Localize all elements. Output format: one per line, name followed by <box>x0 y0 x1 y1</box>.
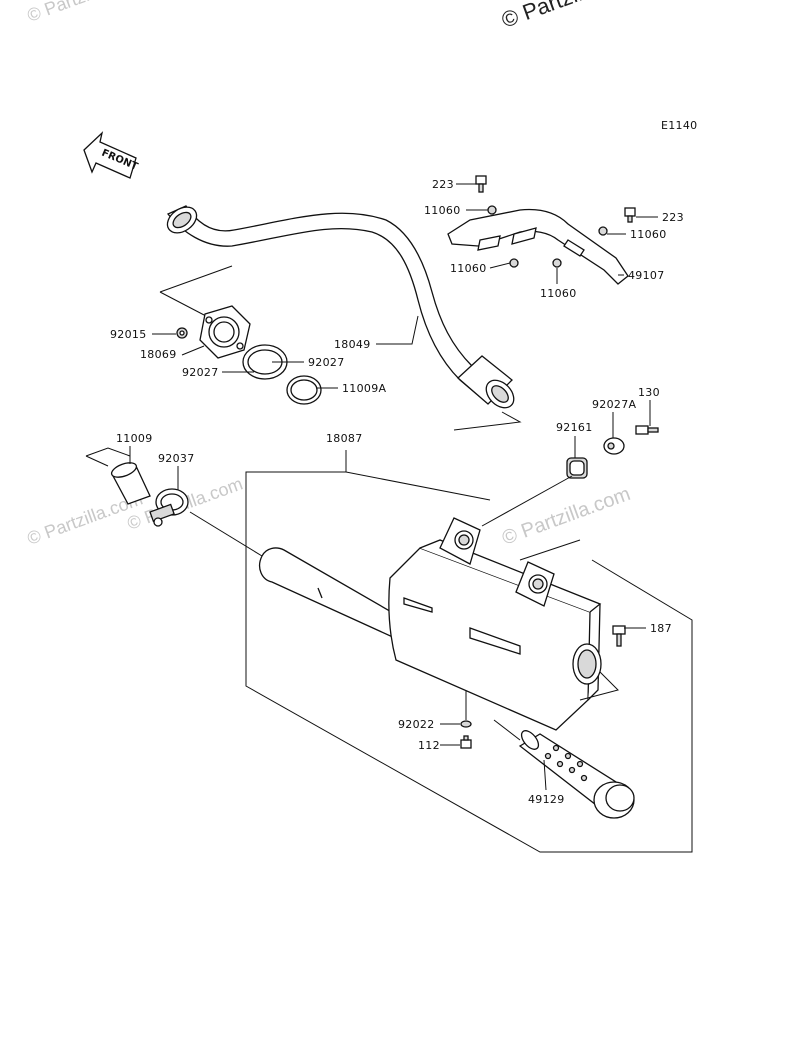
label-11009: 11009 <box>116 432 153 445</box>
label-11060: 11060 <box>424 204 461 217</box>
label-92022: 92022 <box>398 718 435 731</box>
label-92027: 92027 <box>308 356 345 369</box>
gasket-11009A <box>286 375 322 405</box>
bracket-49107 <box>447 208 629 285</box>
label-18069: 18069 <box>140 348 177 361</box>
bolt-223-left <box>475 175 487 193</box>
label-11009A: 11009A <box>342 382 386 395</box>
watermark: © Partzilla.com <box>499 483 633 550</box>
front-arrow-icon: FRONT <box>83 131 139 179</box>
grommet-92161 <box>566 457 588 479</box>
label-11060: 11060 <box>450 262 487 275</box>
label-187: 187 <box>650 622 672 635</box>
collar-92027A <box>603 437 625 455</box>
washer-11060 <box>509 258 519 268</box>
bolt-187 <box>612 625 626 647</box>
label-11060: 11060 <box>630 228 667 241</box>
bolt-112 <box>460 735 472 749</box>
diagram-code: E1140 <box>661 119 697 132</box>
washer-11060 <box>487 205 497 215</box>
muffler-18087 <box>258 517 602 731</box>
label-18049: 18049 <box>334 338 371 351</box>
washer-92022 <box>460 720 472 728</box>
label-49129: 49129 <box>528 793 565 806</box>
bolt-223-right <box>624 207 636 223</box>
label-130: 130 <box>638 386 660 399</box>
label-92027: 92027 <box>182 366 219 379</box>
label-92027A: 92027A <box>592 398 636 411</box>
watermark: © Partzilla.com <box>25 0 146 26</box>
label-92161: 92161 <box>556 421 593 434</box>
bolt-130 <box>635 425 659 435</box>
gasket-11009 <box>110 462 151 505</box>
washer-11060 <box>598 226 608 236</box>
label-18087: 18087 <box>326 432 363 445</box>
label-49107: 49107 <box>628 269 665 282</box>
label-92037: 92037 <box>158 452 195 465</box>
spark-arrestor-49129 <box>518 730 635 819</box>
label-112: 112 <box>418 739 440 752</box>
clamp-92037 <box>149 488 189 527</box>
flange-18069 <box>199 305 251 359</box>
label-11060: 11060 <box>540 287 577 300</box>
washer-11060 <box>552 258 562 268</box>
nut-92015 <box>176 327 188 339</box>
label-223: 223 <box>432 178 454 191</box>
exhaust-header-pipe <box>166 205 515 409</box>
watermark: © Partzilla.com <box>498 0 646 33</box>
label-92015: 92015 <box>110 328 147 341</box>
label-223: 223 <box>662 211 684 224</box>
